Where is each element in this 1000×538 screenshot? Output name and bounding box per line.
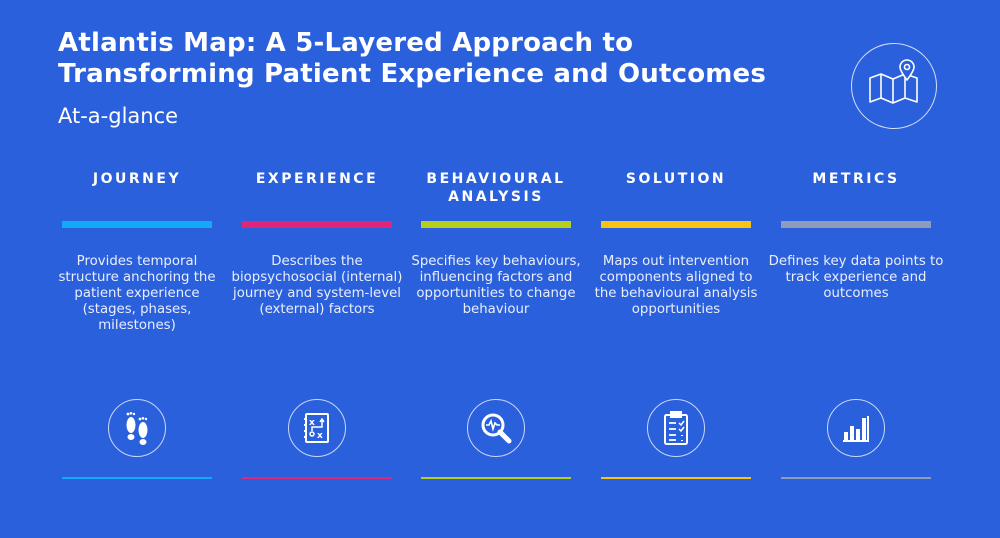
layer-description: Defines key data points to track experie… xyxy=(768,254,944,301)
layer-color-bar xyxy=(781,221,931,228)
bar-chart-icon xyxy=(827,399,885,457)
layer-color-bar xyxy=(601,221,751,228)
layer-color-bar xyxy=(421,221,571,228)
layer-bottom-line xyxy=(421,477,571,479)
layer-bottom-line xyxy=(601,477,751,479)
layer-column-behavioural-analysis: BEHAVIOURAL ANALYSIS Specifies key behav… xyxy=(408,170,584,479)
layer-heading: BEHAVIOURAL ANALYSIS xyxy=(426,171,566,205)
footprints-icon xyxy=(108,399,166,457)
layer-bottom-line xyxy=(242,477,392,479)
layer-heading: EXPERIENCE xyxy=(255,171,379,187)
map-pin-icon xyxy=(851,43,937,129)
svg-text:x: x xyxy=(309,418,315,428)
svg-text:x: x xyxy=(317,431,323,441)
layer-bottom-line xyxy=(62,477,212,479)
layer-description: Maps out intervention components aligned… xyxy=(594,254,758,317)
layer-color-bar xyxy=(242,221,392,228)
layer-column-experience: EXPERIENCE Describes the biopsychosocial… xyxy=(229,170,405,479)
layer-heading: JOURNEY xyxy=(92,171,182,187)
layer-description: Provides temporal structure anchoring th… xyxy=(58,254,216,333)
layer-description: Describes the biopsychosocial (internal)… xyxy=(231,254,403,317)
title-line-2: Transforming Patient Experience and Outc… xyxy=(58,59,767,89)
magnifier-pulse-icon xyxy=(467,399,525,457)
title-line-1: Atlantis Map: A 5-Layered Approach to xyxy=(58,28,634,58)
layer-column-metrics: METRICS Defines key data points to track… xyxy=(768,170,944,479)
layer-description: Specifies key behaviours, influencing fa… xyxy=(411,254,581,317)
page-title: Atlantis Map: A 5-Layered Approach to Tr… xyxy=(58,28,766,90)
layer-heading: METRICS xyxy=(812,171,900,187)
layer-color-bar xyxy=(62,221,212,228)
layer-heading: SOLUTION xyxy=(625,171,727,187)
page-subtitle: At-a-glance xyxy=(58,104,179,128)
layer-column-solution: SOLUTION Maps out intervention component… xyxy=(588,170,764,479)
layer-column-journey: JOURNEY Provides temporal structure anch… xyxy=(49,170,225,479)
layer-bottom-line xyxy=(781,477,931,479)
clipboard-checklist-icon xyxy=(647,399,705,457)
